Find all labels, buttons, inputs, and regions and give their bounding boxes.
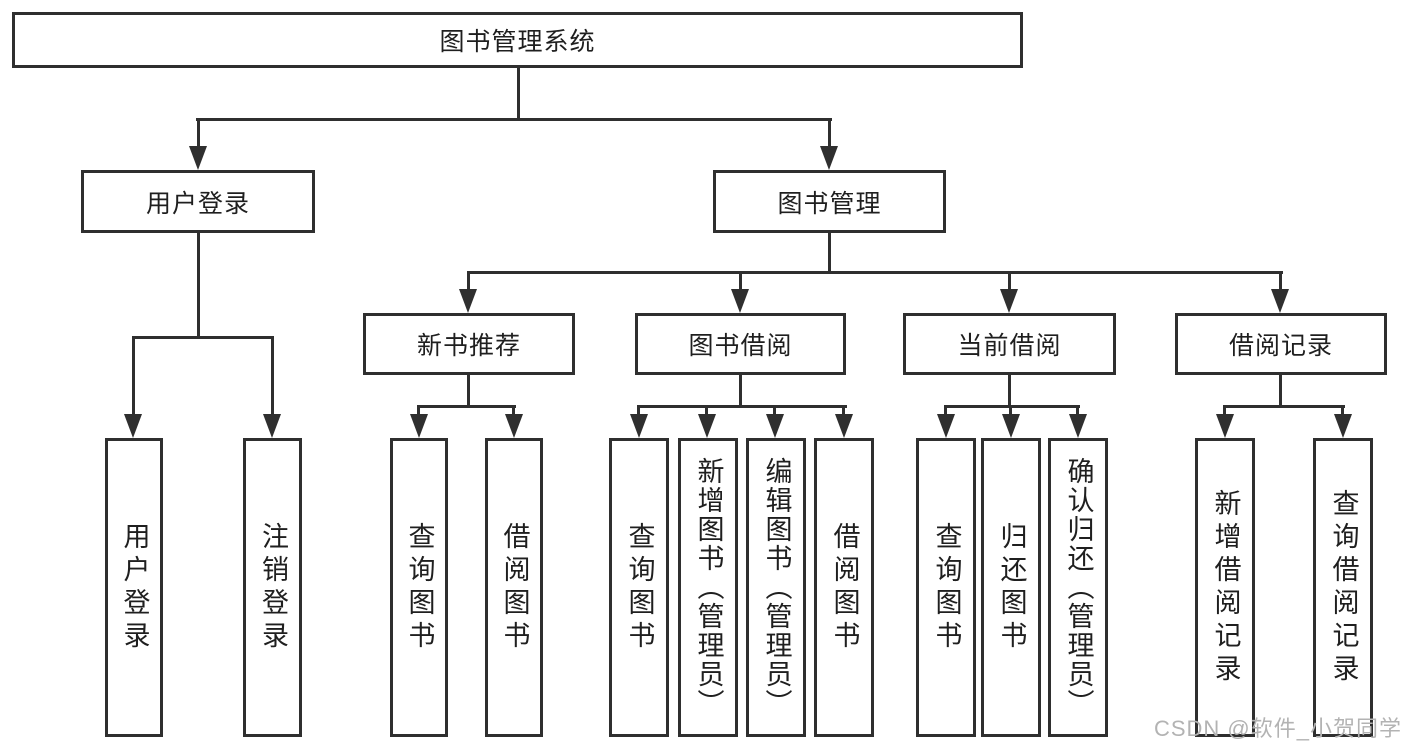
leaf-label: 新增图书（管理员） bbox=[693, 457, 724, 718]
arrow-down-icon bbox=[505, 414, 523, 438]
connector-vline bbox=[773, 405, 776, 417]
leaf-current-query-books: 查询图书 bbox=[916, 438, 976, 737]
leaf-label: 确认归还（管理员） bbox=[1063, 457, 1094, 718]
arrow-down-icon bbox=[1069, 414, 1087, 438]
leaf-return-books: 归还图书 bbox=[981, 438, 1041, 737]
node-new-book-recommend: 新书推荐 bbox=[363, 313, 575, 375]
arrow-down-icon bbox=[124, 414, 142, 438]
arrow-down-icon bbox=[459, 289, 477, 313]
arrow-down-icon bbox=[1000, 289, 1018, 313]
arrow-down-icon bbox=[1271, 289, 1289, 313]
node-user-login: 用户登录 bbox=[81, 170, 315, 233]
connector-vline bbox=[417, 405, 420, 417]
leaf-confirm-return-admin: 确认归还（管理员） bbox=[1048, 438, 1108, 737]
node-user-login-label: 用户登录 bbox=[145, 189, 250, 218]
arrow-down-icon bbox=[937, 414, 955, 438]
arrow-down-icon bbox=[835, 414, 853, 438]
connector-hline bbox=[417, 405, 516, 408]
node-book-management: 图书管理 bbox=[713, 170, 946, 233]
arrow-down-icon bbox=[263, 414, 281, 438]
connector-vline bbox=[828, 233, 831, 274]
connector-vline bbox=[467, 271, 470, 293]
connector-vline bbox=[197, 118, 200, 150]
node-borrow-records: 借阅记录 bbox=[1175, 313, 1387, 375]
arrow-down-icon bbox=[189, 146, 207, 170]
arrow-down-icon bbox=[820, 146, 838, 170]
connector-vline bbox=[467, 375, 470, 408]
connector-vline bbox=[1279, 375, 1282, 408]
leaf-add-borrow-record: 新增借阅记录 bbox=[1195, 438, 1255, 737]
connector-vline bbox=[1223, 405, 1226, 417]
leaf-borrow-query-books: 查询图书 bbox=[609, 438, 669, 737]
node-root: 图书管理系统 bbox=[12, 12, 1023, 68]
node-book-borrow: 图书借阅 bbox=[635, 313, 846, 375]
leaf-label: 查询借阅记录 bbox=[1328, 488, 1359, 687]
connector-vline bbox=[1076, 405, 1079, 417]
leaf-label: 归还图书 bbox=[996, 521, 1027, 654]
connector-hline bbox=[196, 118, 832, 121]
arrow-down-icon bbox=[1334, 414, 1352, 438]
connector-hline bbox=[944, 405, 1080, 408]
leaf-label: 查询图书 bbox=[624, 521, 655, 654]
leaf-query-borrow-record: 查询借阅记录 bbox=[1313, 438, 1373, 737]
leaf-label: 查询图书 bbox=[931, 521, 962, 654]
arrow-down-icon bbox=[766, 414, 784, 438]
arrow-down-icon bbox=[731, 289, 749, 313]
connector-vline bbox=[944, 405, 947, 417]
node-current-borrow: 当前借阅 bbox=[903, 313, 1116, 375]
leaf-recommend-borrow-books: 借阅图书 bbox=[485, 438, 543, 737]
connector-vline bbox=[1279, 271, 1282, 293]
leaf-borrow-books: 借阅图书 bbox=[814, 438, 874, 737]
connector-hline bbox=[132, 336, 274, 339]
leaf-logout: 注销登录 bbox=[243, 438, 302, 737]
leaf-label: 用户登录 bbox=[119, 521, 150, 654]
connector-vline bbox=[705, 405, 708, 417]
arrow-down-icon bbox=[630, 414, 648, 438]
connector-hline bbox=[467, 271, 1283, 274]
connector-vline bbox=[1009, 405, 1012, 417]
node-borrow-records-label: 借阅记录 bbox=[1228, 332, 1333, 360]
leaf-label: 借阅图书 bbox=[829, 521, 860, 654]
node-book-borrow-label: 图书借阅 bbox=[688, 332, 793, 360]
node-root-label: 图书管理系统 bbox=[439, 28, 596, 56]
leaf-label: 借阅图书 bbox=[499, 521, 530, 654]
leaf-label: 新增借阅记录 bbox=[1210, 488, 1241, 687]
arrow-down-icon bbox=[698, 414, 716, 438]
connector-vline bbox=[271, 336, 274, 416]
connector-hline bbox=[637, 405, 847, 408]
watermark: CSDN @软件_小贺同学 bbox=[1153, 716, 1402, 741]
arrow-down-icon bbox=[1216, 414, 1234, 438]
connector-vline bbox=[1341, 405, 1344, 417]
connector-vline bbox=[637, 405, 640, 417]
connector-vline bbox=[132, 336, 135, 416]
leaf-edit-books-admin: 编辑图书（管理员） bbox=[746, 438, 806, 737]
connector-vline bbox=[512, 405, 515, 417]
connector-vline bbox=[1008, 375, 1011, 408]
connector-hline bbox=[1223, 405, 1345, 408]
leaf-label: 注销登录 bbox=[258, 521, 288, 654]
connector-vline bbox=[1008, 271, 1011, 293]
connector-vline bbox=[739, 375, 742, 408]
connector-vline bbox=[197, 233, 200, 339]
leaf-add-books-admin: 新增图书（管理员） bbox=[678, 438, 738, 737]
connector-vline bbox=[842, 405, 845, 417]
arrow-down-icon bbox=[1002, 414, 1020, 438]
leaf-recommend-query-books: 查询图书 bbox=[390, 438, 448, 737]
node-book-management-label: 图书管理 bbox=[777, 189, 882, 218]
leaf-user-login: 用户登录 bbox=[105, 438, 163, 737]
leaf-label: 编辑图书（管理员） bbox=[761, 457, 792, 718]
connector-vline bbox=[828, 118, 831, 150]
connector-vline bbox=[517, 68, 520, 121]
connector-vline bbox=[739, 271, 742, 293]
leaf-label: 查询图书 bbox=[404, 521, 435, 654]
node-current-borrow-label: 当前借阅 bbox=[957, 332, 1062, 360]
arrow-down-icon bbox=[410, 414, 428, 438]
node-new-book-recommend-label: 新书推荐 bbox=[416, 332, 521, 360]
